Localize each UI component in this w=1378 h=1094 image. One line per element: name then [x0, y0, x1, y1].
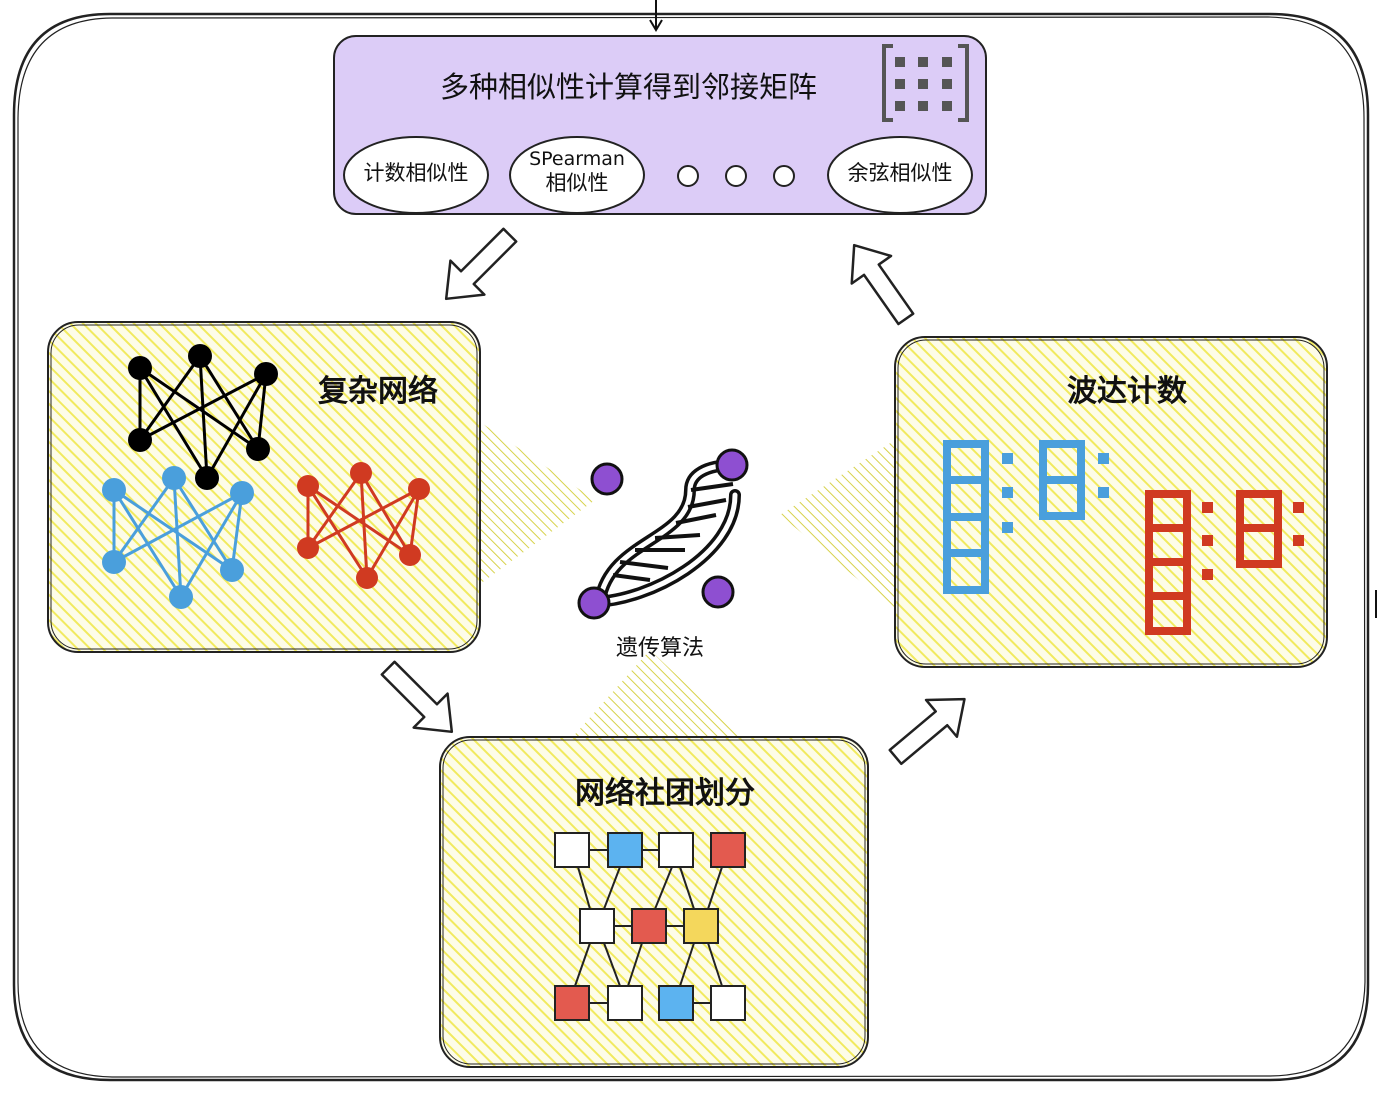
ellipsis-dot — [725, 165, 747, 187]
spearman-similarity-oval — [509, 136, 645, 214]
outer-frame — [12, 12, 1370, 1082]
radar-bar-icon — [943, 440, 1304, 635]
ray-bottom — [570, 650, 745, 740]
similarity-panel — [333, 35, 987, 215]
cosine-similarity-label: 余弦相似性 — [847, 161, 953, 185]
radar-count-box — [894, 336, 1328, 668]
ray-right — [780, 440, 895, 610]
count-similarity-oval — [343, 136, 489, 214]
community-title: 网络社团划分 — [575, 776, 755, 811]
cosine-similarity-oval — [827, 136, 973, 214]
outline-arrow-icon — [380, 660, 454, 734]
complex-network-box — [47, 321, 481, 653]
dna-icon — [577, 448, 749, 620]
complex-network-title: 复杂网络 — [318, 374, 438, 409]
spearman-label-line2: 相似性 — [545, 170, 609, 195]
matrix-icon — [882, 44, 969, 122]
count-similarity-label: 计数相似性 — [363, 161, 469, 185]
similarity-panel-title: 多种相似性计算得到邻接矩阵 — [440, 70, 818, 104]
spearman-label-line1: SPearman — [529, 148, 625, 170]
outline-arrow-icon — [444, 227, 518, 301]
community-box — [439, 736, 869, 1068]
genetic-algorithm-label: 遗传算法 — [616, 636, 705, 661]
network-graph-icon — [102, 344, 430, 609]
outline-arrow-icon — [850, 243, 915, 326]
ellipsis-dot — [677, 165, 699, 187]
radar-count-title: 波达计数 — [1067, 374, 1187, 409]
ray-left — [480, 422, 595, 584]
community-grid-icon — [554, 832, 746, 1021]
ellipsis-dot — [773, 165, 795, 187]
spearman-similarity-label: SPearman 相似性 — [512, 148, 642, 195]
outline-arrow-icon — [888, 697, 966, 766]
